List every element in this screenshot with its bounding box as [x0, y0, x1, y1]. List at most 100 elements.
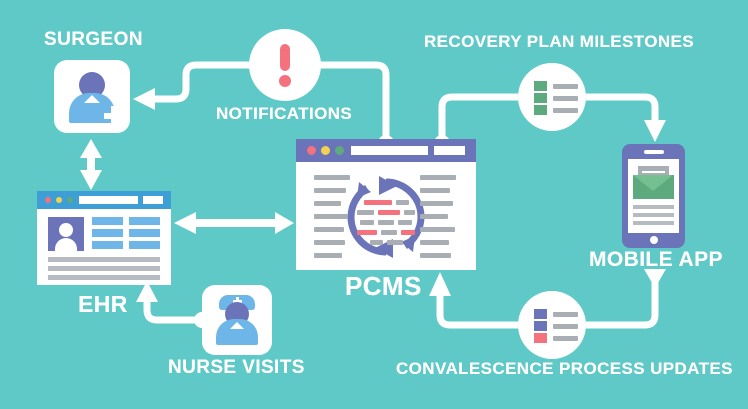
pcms-text-line-right — [420, 253, 451, 258]
arrowhead-right-pcms — [275, 212, 294, 234]
refresh-cycle-icon — [343, 174, 429, 260]
milestone-text-line — [553, 107, 578, 113]
pcms-label: PCMS — [345, 271, 422, 301]
pcms-text-line-left — [314, 188, 346, 193]
pcms-center-block — [363, 200, 392, 205]
pcms-titlebar — [296, 139, 476, 162]
arrowhead-to-ehr — [136, 281, 158, 302]
pcms-center-block — [381, 230, 397, 235]
pcms-center-block — [378, 210, 400, 215]
arrowhead-left-ehr — [174, 212, 196, 234]
pcms-center-block — [378, 220, 394, 225]
pcms-center-block — [357, 230, 377, 235]
pcms-window-control-dot[interactable] — [321, 146, 330, 155]
nurse-icon[interactable] — [202, 285, 272, 355]
connector-pcms-to-notifications — [317, 61, 390, 141]
medical-cross-icon — [104, 106, 124, 126]
mobile-text-line — [633, 205, 674, 209]
pcms-text-line-left — [314, 253, 342, 258]
convalescence-text-line — [553, 335, 578, 341]
ehr-label: EHR — [78, 291, 128, 317]
pcms-text-line-right — [420, 201, 453, 206]
milestone-text-line — [553, 83, 578, 89]
pcms-text-line-left — [314, 240, 345, 245]
ehr-data-cell — [92, 241, 123, 249]
pcms-center-block — [360, 220, 374, 225]
ehr-window-control-dot[interactable] — [67, 197, 73, 203]
convalescence-row — [534, 321, 578, 331]
convalescence-marker — [534, 321, 547, 331]
milestones-checklist-icon[interactable] — [518, 63, 586, 131]
ehr-window-icon[interactable] — [37, 191, 171, 285]
surgeon-icon[interactable] — [54, 60, 130, 133]
pcms-window-control-dot[interactable] — [307, 146, 316, 155]
ehr-addressbar — [79, 196, 138, 204]
ehr-data-cell — [129, 229, 160, 237]
pcms-text-line-left — [314, 214, 348, 219]
pcms-center-block — [395, 200, 409, 205]
arrowhead-to-mobile — [644, 120, 666, 142]
pcms-text-line-left — [314, 227, 344, 232]
smartphone-envelope-icon[interactable] — [622, 144, 685, 248]
ehr-text-line — [48, 266, 160, 271]
arrowhead-up-surgeon — [80, 139, 102, 158]
pcms-text-line-right — [420, 175, 456, 180]
connector-convalescence-to-pcms — [436, 296, 518, 329]
pcms-text-line-right — [420, 214, 448, 219]
pcms-addressbar — [351, 146, 428, 155]
ehr-text-line — [48, 257, 160, 262]
pcms-text-line-left — [314, 201, 341, 206]
ehr-window-control-dot[interactable] — [45, 197, 51, 203]
convalescence-row — [534, 309, 578, 319]
ehr-data-cell — [129, 241, 160, 249]
ehr-window-control-dot[interactable] — [56, 197, 62, 203]
pcms-center-block — [401, 230, 415, 235]
nurse-collar-shape — [230, 322, 244, 329]
pcms-center-block — [404, 210, 415, 215]
phone-home-button[interactable] — [649, 236, 658, 244]
connector-surgeon-ehr-shaft — [87, 149, 95, 177]
ehr-text-line — [48, 275, 160, 280]
connector-milestones-to-mobile — [586, 93, 659, 124]
arrowhead-to-surgeon — [133, 88, 155, 110]
nurse-visits-label: NURSE VISITS — [168, 357, 305, 378]
milestone-text-line — [553, 95, 578, 101]
mobile-text-line — [633, 221, 674, 225]
ehr-data-cell — [92, 229, 123, 237]
phone-speaker-shape — [643, 150, 664, 154]
pcms-text-line-left — [314, 175, 350, 180]
convalescence-text-line — [553, 323, 578, 329]
surgeon-label: SURGEON — [44, 29, 143, 50]
pcms-center-block — [357, 210, 374, 215]
exclamation-circle-icon[interactable] — [249, 29, 321, 101]
ehr-patient-avatar — [48, 217, 84, 251]
ehr-titlebar-button — [143, 196, 163, 204]
convalescence-marker — [534, 309, 547, 319]
convalescence-marker — [534, 333, 547, 343]
convalescence-checklist-icon[interactable] — [518, 291, 586, 359]
ehr-titlebar — [37, 191, 171, 209]
milestones-label: RECOVERY PLAN MILESTONES — [424, 32, 694, 51]
connector-pcms-to-milestones — [438, 93, 518, 141]
convalescence-label: CONVALESCENCE PROCESS UPDATES — [396, 359, 733, 378]
pcms-text-line-right — [420, 188, 450, 193]
ehr-data-cell — [129, 217, 160, 225]
pcms-window-icon[interactable] — [296, 139, 476, 270]
pcms-titlebar-button — [434, 146, 465, 155]
connector-ehr-pcms-shaft — [192, 219, 282, 227]
phone-screen — [628, 159, 679, 233]
surgeon-collar-shape — [84, 95, 100, 103]
arrowhead-down-ehr — [80, 170, 102, 190]
milestone-marker — [534, 105, 547, 115]
pcms-center-block — [369, 240, 383, 245]
convalescence-row — [534, 333, 578, 343]
pcms-window-control-dot[interactable] — [335, 146, 344, 155]
pcms-text-line-right — [420, 240, 449, 245]
pcms-center-block — [398, 220, 412, 225]
connector-nurse-to-ehr — [143, 299, 200, 324]
letter-text-line — [642, 171, 665, 173]
connector-mobile-to-convalescence — [586, 278, 659, 329]
convalescence-text-line — [553, 311, 578, 317]
exclamation-dot-shape — [279, 75, 291, 87]
